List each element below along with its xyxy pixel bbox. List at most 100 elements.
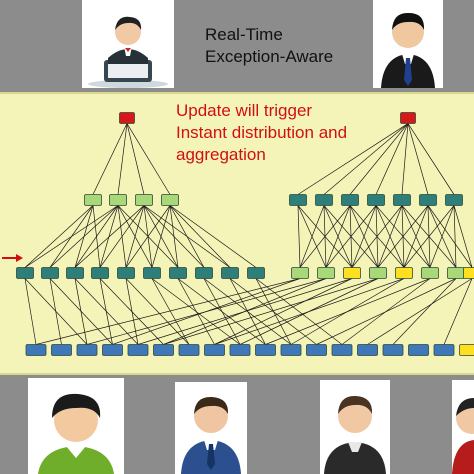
tree-edge <box>214 278 405 345</box>
annotation-line2: Instant distribution and <box>176 123 348 142</box>
aggregate-node-right <box>369 267 387 279</box>
tree-edge <box>177 278 215 345</box>
man-avatar-icon <box>320 380 390 474</box>
tree-edge <box>351 205 403 268</box>
aggregate-node-left <box>117 267 135 279</box>
aggregate-node-left <box>143 267 161 279</box>
tree-edge <box>407 123 455 195</box>
tree-edge <box>74 205 145 268</box>
tree-edge <box>163 278 379 345</box>
tree-edge <box>325 205 351 268</box>
distribution-tree-diagram <box>16 112 474 356</box>
tree-edge <box>265 278 431 345</box>
leaf-node <box>280 344 302 356</box>
tree-edge <box>125 278 190 345</box>
tree-edge <box>99 205 145 268</box>
tree-edge <box>169 205 257 268</box>
mid-node-right <box>289 194 307 206</box>
leaf-node <box>306 344 327 356</box>
tree-edge <box>137 278 353 345</box>
leaf-node <box>51 344 72 356</box>
leaf-node <box>229 344 251 356</box>
mid-node-right <box>315 194 333 206</box>
root-node-left <box>119 112 135 124</box>
aggregate-node-right <box>317 267 335 279</box>
tree-edge <box>214 278 353 345</box>
tree-edge <box>74 278 88 345</box>
header-title-line1: Real-Time <box>205 25 283 44</box>
tree-edge <box>74 205 119 268</box>
tree-edge <box>351 205 377 268</box>
leaf-node <box>178 344 200 356</box>
tree-edge <box>299 205 351 268</box>
tree-edge <box>24 278 37 345</box>
leaf-node <box>408 344 429 356</box>
tree-edge <box>443 278 473 345</box>
leaf-node <box>76 344 98 356</box>
tree-edge <box>117 123 128 195</box>
aggregate-node-right <box>447 267 465 279</box>
mid-node-left <box>84 194 102 206</box>
tree-edge <box>86 278 327 345</box>
tree-edge <box>24 205 119 268</box>
aggregate-node-left <box>221 267 239 279</box>
businessman-blue-suit-icon <box>175 382 247 474</box>
tree-edge <box>427 205 473 268</box>
aggregate-node-left <box>247 267 265 279</box>
tree-edge <box>125 205 171 268</box>
tree-edge <box>316 278 457 345</box>
aggregate-node-left <box>16 267 34 279</box>
mid-node-left <box>135 194 153 206</box>
tree-edge <box>126 123 145 195</box>
header-title-line2: Exception-Aware <box>205 47 334 66</box>
leaf-node <box>382 344 404 356</box>
tree-edge <box>255 278 292 345</box>
leaf-node <box>25 344 47 356</box>
leaf-node <box>102 344 123 356</box>
leaf-node <box>204 344 225 356</box>
aggregate-node-right <box>421 267 439 279</box>
aggregate-node-right <box>395 267 413 279</box>
tree-edge <box>229 278 266 345</box>
leaf-node <box>433 344 455 356</box>
tree-edge <box>349 123 409 195</box>
aggregate-node-left <box>195 267 213 279</box>
tree-edge <box>49 278 62 345</box>
tree-edge <box>367 278 473 345</box>
tree-edge <box>169 205 205 268</box>
mid-node-left <box>109 194 127 206</box>
mid-node-right <box>367 194 385 206</box>
leaf-node <box>255 344 276 356</box>
tree-edge <box>392 278 457 345</box>
mid-node-right <box>341 194 359 206</box>
tree-edge <box>453 205 473 268</box>
mid-node-right <box>393 194 411 206</box>
aggregate-node-left <box>41 267 59 279</box>
root-node-right <box>400 112 416 124</box>
office-worker-at-desk-icon <box>82 0 174 88</box>
update-annotation: Update will trigger Instant distribution… <box>176 100 347 166</box>
tree-edge <box>151 278 190 345</box>
tree-edge <box>297 205 301 268</box>
tree-edge <box>49 205 119 268</box>
header-title: Real-Time Exception-Aware <box>205 24 333 68</box>
tree-edge <box>377 205 403 268</box>
tree-edge <box>297 123 409 195</box>
tree-edge <box>377 205 429 268</box>
tree-nodes <box>16 112 474 356</box>
aggregate-node-left <box>66 267 84 279</box>
tree-edges <box>24 123 473 345</box>
tree-edge <box>453 205 457 268</box>
aggregate-node-left <box>169 267 187 279</box>
annotation-line1: Update will trigger <box>176 101 313 120</box>
tree-edge <box>99 278 113 345</box>
tree-edge <box>169 205 179 268</box>
tree-edge <box>125 205 145 268</box>
annotation-line3: aggregation <box>176 145 266 164</box>
tree-edge <box>407 123 429 195</box>
partial-avatar-icon <box>452 380 474 474</box>
tree-edge <box>375 123 409 195</box>
red-arrow-icon <box>2 254 23 262</box>
mid-node-right <box>419 194 437 206</box>
aggregate-node-right <box>343 267 361 279</box>
